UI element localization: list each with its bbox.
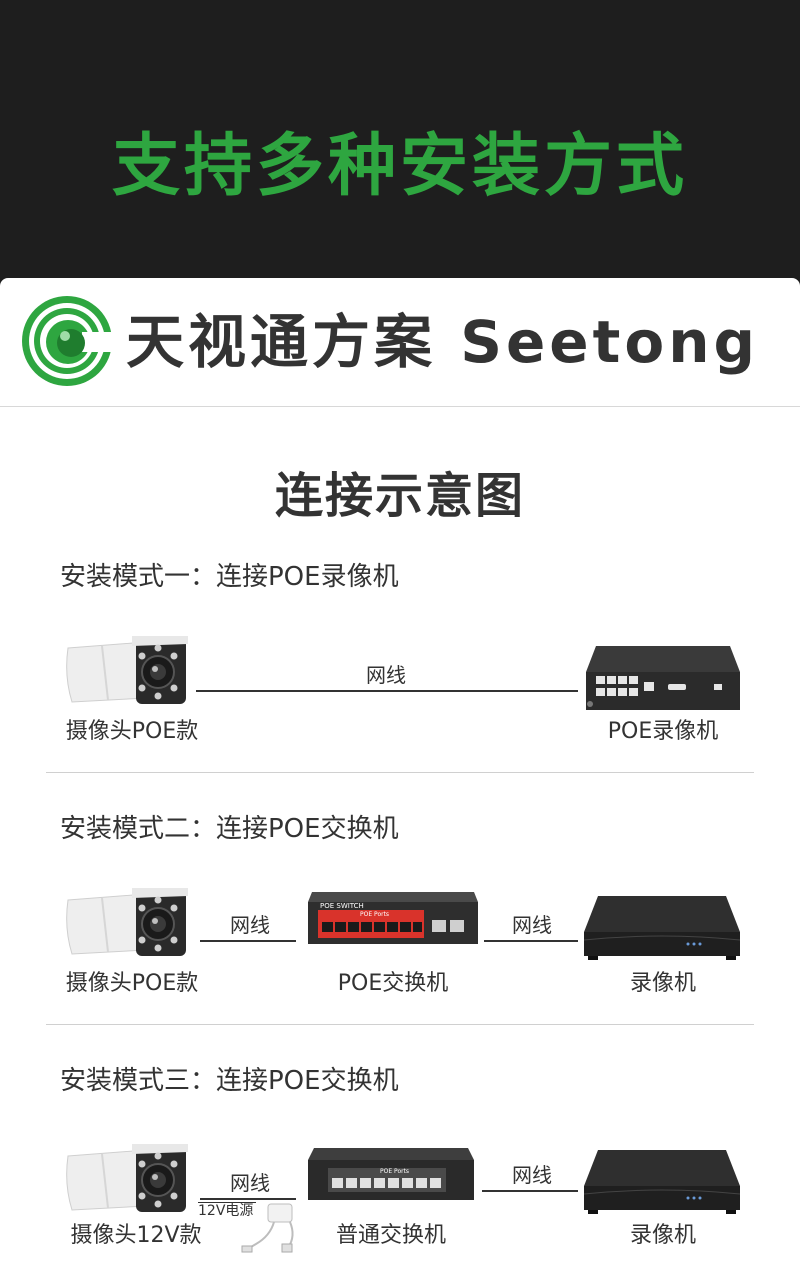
mode-1-title: 安装模式一：连接POE录像机	[60, 562, 399, 592]
power-label-line	[198, 1202, 256, 1203]
switch-brand-text: POE SWITCH	[320, 902, 364, 910]
divider-1	[46, 772, 754, 773]
power-adapter-icon	[241, 1203, 294, 1253]
mode-2-cable-line-1	[200, 940, 296, 942]
mode-3-switch-caption: 普通交换机	[335, 1223, 446, 1248]
hero-banner: 支持多种安装方式	[0, 0, 800, 278]
mode-2-cable-label-1: 网线	[230, 913, 270, 937]
recorder-icon	[584, 1150, 740, 1214]
mode-2: 安装模式二：连接POE交换机 摄像头POE款 网线	[0, 812, 800, 1022]
mode-2-title: 安装模式二：连接POE交换机	[60, 814, 399, 844]
mode-2-camera-caption: 摄像头POE款	[65, 971, 199, 996]
mode-3-cable-line-1	[200, 1198, 296, 1200]
12v-camera-icon	[66, 1144, 188, 1212]
brand-name: 天视通方案 Seetong	[126, 308, 760, 376]
mode-1-cable-line	[196, 690, 578, 692]
mode-1: 安装模式一：连接POE录像机 摄像头POE款 网线	[0, 560, 800, 770]
divider-2	[46, 1024, 754, 1025]
mode-3-recorder-caption: 录像机	[629, 1223, 696, 1248]
network-switch-icon: POE Ports	[308, 1148, 474, 1200]
mode-3-cable-line-2	[482, 1190, 578, 1192]
hero-title: 支持多种安装方式	[111, 127, 688, 206]
recorder-icon	[584, 896, 740, 960]
mode-1-cable-label: 网线	[366, 663, 406, 687]
mode-1-camera-caption: 摄像头POE款	[65, 719, 199, 744]
poe-camera-icon	[66, 888, 188, 956]
mode-3-cable-label-1: 网线	[230, 1171, 270, 1195]
poe-recorder-icon	[586, 646, 740, 710]
mode-2-switch-caption: POE交换机	[337, 971, 449, 996]
switch-ports-text: POE Ports	[380, 1168, 410, 1175]
mode-2-cable-label-2: 网线	[512, 913, 552, 937]
mode-3-camera-caption: 摄像头12V款	[70, 1223, 202, 1248]
power-label: 12V电源	[198, 1203, 254, 1219]
mode-2-recorder-caption: 录像机	[629, 971, 696, 996]
mode-1-recorder-caption: POE录像机	[607, 719, 719, 744]
mode-2-cable-line-2	[484, 940, 578, 942]
section-title: 连接示意图	[274, 468, 525, 524]
seetong-logo-icon	[22, 296, 112, 386]
poe-switch-icon: POE SWITCH POE Ports	[308, 892, 478, 944]
switch-ports-text: POE Ports	[360, 911, 390, 918]
mode-3-title: 安装模式三：连接POE交换机	[60, 1066, 399, 1096]
content-card: 天视通方案 Seetong 连接示意图 安装模式一：连接POE录像机 摄像头PO…	[0, 278, 800, 1281]
mode-3: 安装模式三：连接POE交换机 摄像头12V款 网线 12V电源	[0, 1064, 800, 1281]
poe-camera-icon	[66, 636, 188, 704]
brand-bar: 天视通方案 Seetong	[0, 278, 800, 407]
mode-3-cable-label-2: 网线	[512, 1163, 552, 1187]
